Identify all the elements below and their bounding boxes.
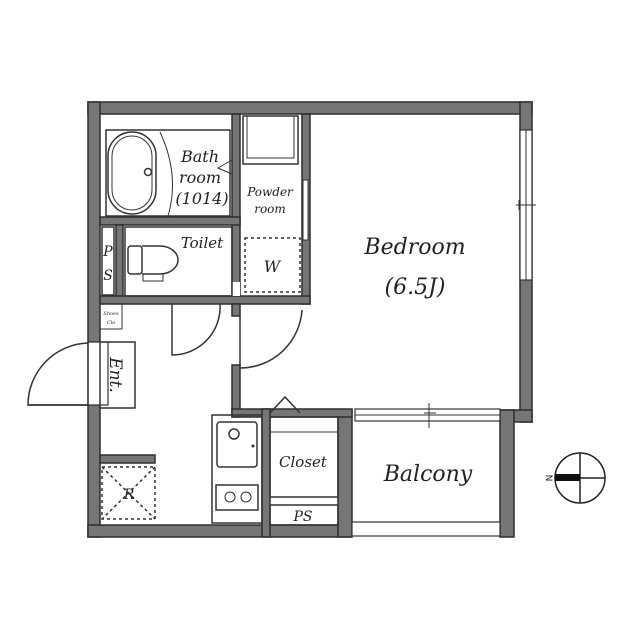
shoes-closet: [99, 303, 123, 330]
bedroom-label: Bedroom: [363, 235, 465, 260]
refrigerator-space: [101, 466, 156, 520]
entrance-step: [99, 341, 136, 409]
washing-machine-area: [242, 115, 309, 293]
windows: [232, 129, 536, 537]
powder-label-2: room: [254, 202, 286, 216]
ps-upper-label-2: S: [103, 268, 113, 284]
powder-label-1: Powder: [246, 185, 294, 199]
refrigerator-label: R: [123, 487, 135, 503]
doors: [27, 303, 303, 414]
bedroom-size-label: (6.5J): [385, 275, 446, 300]
north-compass-icon: N: [543, 452, 606, 504]
balcony-label: Balcony: [383, 462, 473, 487]
ps-lower-label: PS: [292, 509, 312, 525]
closet-fixture: [269, 416, 339, 526]
entrance-label: Ent.: [105, 356, 125, 393]
closet-label: Closet: [279, 453, 328, 471]
toilet-label: Toilet: [181, 234, 224, 252]
bath-label-1: Bath: [180, 147, 219, 166]
washer-label: W: [264, 257, 282, 276]
bath-label-2: room: [179, 168, 221, 187]
shoes-label-1: Shoes: [103, 311, 119, 317]
shoes-label-2: Clo: [107, 320, 115, 326]
kitchen: [211, 414, 263, 524]
north-label: N: [543, 475, 553, 482]
bathtub: [105, 129, 233, 217]
ps-upper-label-1: P: [102, 244, 113, 260]
bath-label-3: (1014): [175, 189, 228, 208]
toilet-fixture: [101, 226, 233, 297]
room-labels: Bath room (1014) Powder room Toilet P S …: [102, 147, 473, 525]
